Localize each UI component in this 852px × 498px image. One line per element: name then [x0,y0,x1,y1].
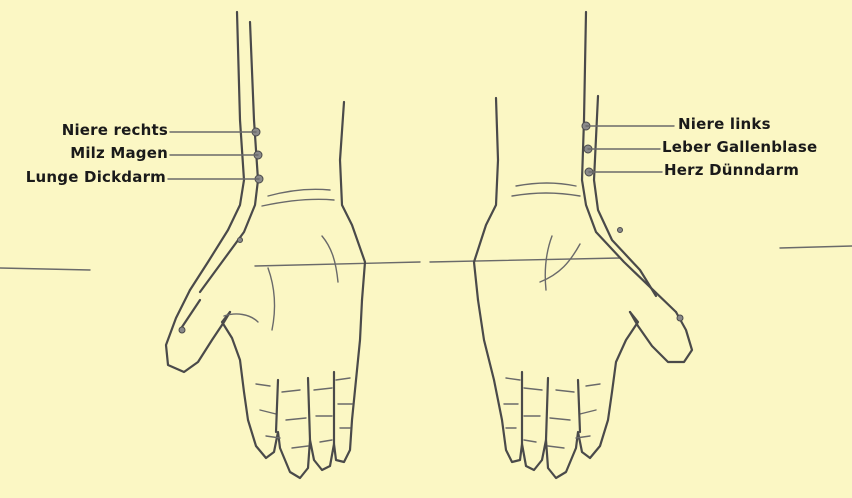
label-herz-duenndarm: Herz Dünndarm [664,161,799,179]
left-thumb-point [179,327,185,333]
left-finger-crease-3 [314,388,332,442]
left-forearm-inner [200,22,258,292]
left-finger-line-1 [276,380,278,432]
left-finger-crease-4 [336,378,352,428]
right-forearm-ulnar [474,98,498,300]
left-wrist-crease [262,189,334,206]
left-hand [166,12,365,478]
left-palm-outline [222,300,362,478]
label-lunge-dickdarm: Lunge Dickdarm [26,168,166,186]
left-finger-line-2 [308,378,310,440]
label-leber-gallenblase: Leber Gallenblase [662,138,817,156]
right-wrist-crease [512,183,580,196]
right-finger-line-2 [546,378,548,440]
right-finger-crease-4 [504,378,520,428]
label-niere-links: Niere links [678,115,771,133]
left-finger-crease-2 [282,390,308,448]
guide-line-right [780,246,852,248]
right-palm-outline [478,300,638,478]
right-forearm-point [618,228,623,233]
right-finger-line-1 [578,380,580,432]
right-finger-crease-2 [548,390,574,448]
right-hand [474,12,692,478]
right-forearm-outer [582,12,676,312]
label-niere-rechts: Niere rechts [62,121,168,139]
left-palm-line-3 [268,268,275,330]
left-palm-line-1 [322,236,338,282]
right-thumb-point [677,315,683,321]
right-finger-crease-3 [524,388,542,442]
left-forearm-outer [190,12,244,290]
left-forearm-ulnar [340,102,365,300]
label-milz-magen: Milz Magen [70,144,168,162]
left-palm-line-2 [224,314,258,322]
right-palm-line-2 [545,236,552,290]
guide-line-left [0,268,90,270]
left-forearm-point [238,238,243,243]
